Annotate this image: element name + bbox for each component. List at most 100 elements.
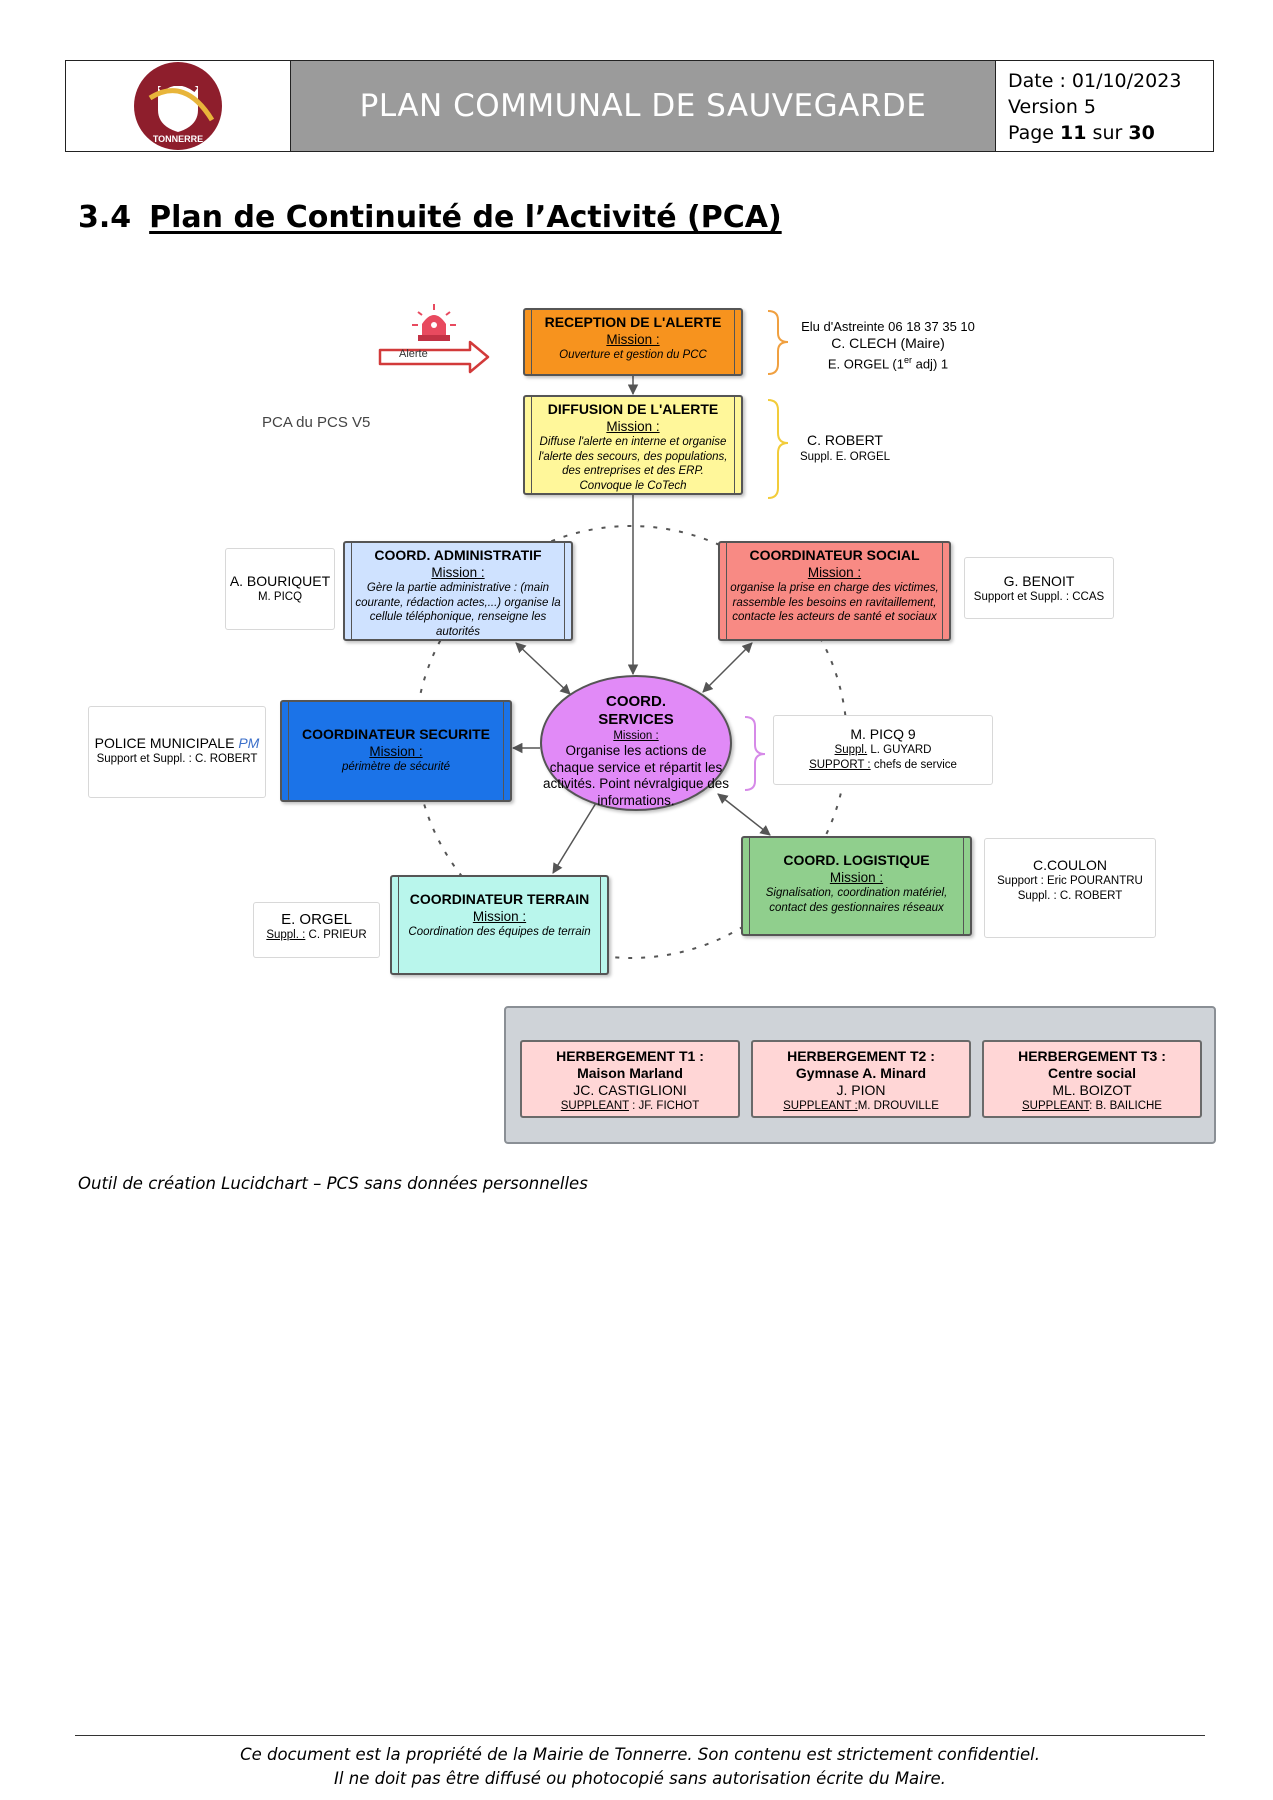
services-title-1: COORD. [606, 693, 666, 710]
hebergement-panel: HERBERGEMENT T1 : Maison Marland JC. CAS… [504, 1006, 1216, 1144]
diffusion-mission-label: Mission : [606, 419, 660, 434]
reception-mission-label: Mission : [606, 332, 660, 347]
social-desc: organise la prise en charge des victimes… [730, 582, 939, 623]
page-header: TONNERRE PLAN COMMUNAL DE SAUVEGARDE Dat… [65, 60, 1214, 152]
logistique-mission-label: Mission : [829, 870, 884, 885]
herb-t2-person: J. PION [836, 1082, 886, 1098]
footer-divider [75, 1735, 1205, 1736]
diffusion-contacts: C. ROBERT Suppl. E. ORGEL [775, 432, 915, 466]
herb-t1-supp-label: SUPPLEANT [560, 1100, 629, 1112]
bouriquet-name: A. BOURIQUET [229, 573, 331, 589]
orgel-suppl-label: Suppl. : [266, 929, 306, 941]
services-mission-label: Mission : [613, 730, 659, 742]
document-title: PLAN COMMUNAL DE SAUVEGARDE [291, 61, 996, 151]
hebergement-t3-box: HERBERGEMENT T3 : Centre social ML. BOIZ… [982, 1040, 1202, 1118]
alerte-label: Alerte [399, 348, 428, 360]
herb-t2-supp-value: M. DROUVILLE [857, 1100, 939, 1112]
picq-name: M. PICQ 9 [850, 726, 916, 742]
diffusion-desc: Diffuse l'alerte en interne et organise … [538, 436, 728, 492]
herb-t1-supp: SUPPLEANT : JF. FICHOT [522, 1099, 738, 1114]
hebergement-t2-box: HERBERGEMENT T2 : Gymnase A. Minard J. P… [751, 1040, 971, 1118]
robert-name: C. ROBERT [807, 432, 883, 448]
coordinateur-terrain-box: COORDINATEUR TERRAIN Mission : Coordinat… [390, 875, 609, 975]
section-title: Plan de Continuité de l’Activité (PCA) [149, 200, 782, 235]
herb-t3-supp-label: SUPPLEANT [1022, 1100, 1090, 1112]
logo-cell: TONNERRE [66, 61, 291, 151]
siren-icon [412, 304, 456, 341]
reception-title: RECEPTION DE L'ALERTE [544, 314, 722, 330]
orgel-suppl-value: C. PRIEUR [305, 929, 367, 941]
arrow-admin-services [515, 642, 571, 695]
page-line: Page 11 sur 30 [1008, 120, 1201, 146]
document-meta: Date : 01/10/2023 Version 5 Page 11 sur … [996, 61, 1213, 151]
orgel-name: E. ORGEL [281, 911, 352, 928]
picq-support-line: SUPPORT : chefs de service [774, 758, 992, 773]
herb-t3-place: Centre social [1048, 1065, 1136, 1081]
herb-t1-title: HERBERGEMENT T1 : [556, 1048, 704, 1064]
picq-support-label: SUPPORT : [809, 759, 871, 771]
herb-t3-supp: SUPPLEANT: B. BAILICHE [984, 1099, 1200, 1114]
herb-t3-person: ML. BOIZOT [1052, 1082, 1132, 1098]
picq-suppl-value: L. GUYARD [867, 744, 932, 756]
logo-text: TONNERRE [153, 134, 203, 144]
admin-mission-label: Mission : [431, 565, 485, 580]
astreinte-maire: C. CLECH (Maire) [831, 335, 945, 351]
police-pm: PM [238, 735, 260, 751]
page-total: 30 [1128, 122, 1155, 144]
terrain-title: COORDINATEUR TERRAIN [409, 891, 590, 907]
picq-suppl-label: Suppl. [834, 744, 868, 756]
coord-administratif-box: COORD. ADMINISTRATIF Mission : Gère la p… [343, 541, 573, 641]
coordinateur-securite-box: COORDINATEUR SECURITE Mission : périmètr… [280, 700, 512, 802]
herb-t2-place: Gymnase A. Minard [795, 1065, 927, 1081]
hebergement-t1-box: HERBERGEMENT T1 : Maison Marland JC. CAS… [520, 1040, 740, 1118]
page-mid: sur [1086, 122, 1129, 144]
astreinte-line: Elu d'Astreinte 06 18 37 35 10 [801, 319, 975, 334]
social-title: COORDINATEUR SOCIAL [749, 547, 920, 563]
police-name-line: POLICE MUNICIPALE PM [89, 735, 265, 752]
logistique-desc: Signalisation, coordination matériel, co… [765, 887, 948, 914]
herb-t3-title: HERBERGEMENT T3 : [1018, 1048, 1166, 1064]
page-prefix: Page [1008, 122, 1061, 144]
picq-suppl-line: Suppl. L. GUYARD [774, 743, 992, 758]
page-current: 11 [1060, 122, 1087, 144]
securite-desc: périmètre de sécurité [341, 761, 451, 773]
brace-services [744, 716, 766, 791]
astreinte-contacts: Elu d'Astreinte 06 18 37 35 10 C. CLECH … [778, 318, 998, 372]
footer-line-1: Ce document est la propriété de la Mairi… [240, 1745, 1040, 1764]
admin-contact-card: A. BOURIQUET M. PICQ [225, 548, 335, 630]
picq-support-value: chefs de service [870, 759, 957, 771]
social-contact-card: G. BENOIT Support et Suppl. : CCAS [964, 557, 1114, 619]
arrow-services-terrain [552, 802, 597, 874]
admin-title: COORD. ADMINISTRATIF [374, 547, 542, 563]
securite-contact-card: POLICE MUNICIPALE PM Support et Suppl. :… [88, 706, 266, 798]
astreinte-adjoint-sup: er [903, 355, 912, 365]
date-line: Date : 01/10/2023 [1008, 70, 1182, 92]
social-mission-label: Mission : [807, 565, 862, 580]
logistique-title: COORD. LOGISTIQUE [783, 852, 930, 868]
terrain-desc: Coordination des équipes de terrain [408, 926, 591, 938]
robert-suppl: Suppl. E. ORGEL [799, 451, 891, 463]
herb-t1-place: Maison Marland [577, 1065, 683, 1081]
police-sub: Support et Suppl. : C. ROBERT [96, 753, 258, 765]
coulon-support: Support : Eric POURANTRU [997, 875, 1143, 887]
coord-services-circle: COORD. SERVICES Mission : Organise les a… [540, 675, 732, 811]
herb-t2-supp: SUPPLEANT :M. DROUVILLE [753, 1099, 969, 1114]
terrain-mission-label: Mission : [472, 909, 527, 924]
arrow-social-services [702, 642, 753, 693]
orgel-suppl-line: Suppl. : C. PRIEUR [254, 928, 379, 943]
coordinateur-social-box: COORDINATEUR SOCIAL Mission : organise l… [718, 541, 951, 641]
diagram-caption: Outil de création Lucidchart – PCS sans … [78, 1174, 588, 1193]
admin-desc: Gère la partie administrative : (main co… [355, 582, 561, 638]
astreinte-adjoint-a: E. ORGEL (1 [827, 356, 904, 372]
benoit-sub: Support et Suppl. : CCAS [973, 591, 1105, 603]
page-footer: Ce document est la propriété de la Mairi… [75, 1743, 1205, 1791]
logistique-contact-card: C.COULON Support : Eric POURANTRU Suppl.… [984, 838, 1156, 938]
reception-alerte-box: RECEPTION DE L'ALERTE Mission : Ouvertur… [523, 308, 743, 376]
astreinte-adjoint-b: adj) 1 [911, 356, 949, 372]
terrain-contact-card: E. ORGEL Suppl. : C. PRIEUR [253, 902, 380, 958]
herb-t2-title: HERBERGEMENT T2 : [787, 1048, 935, 1064]
police-name: POLICE MUNICIPALE [94, 735, 239, 751]
footer-line-2: Il ne doit pas être diffusé ou photocopi… [334, 1769, 946, 1788]
herb-t1-person: JC. CASTIGLIONI [573, 1082, 687, 1098]
